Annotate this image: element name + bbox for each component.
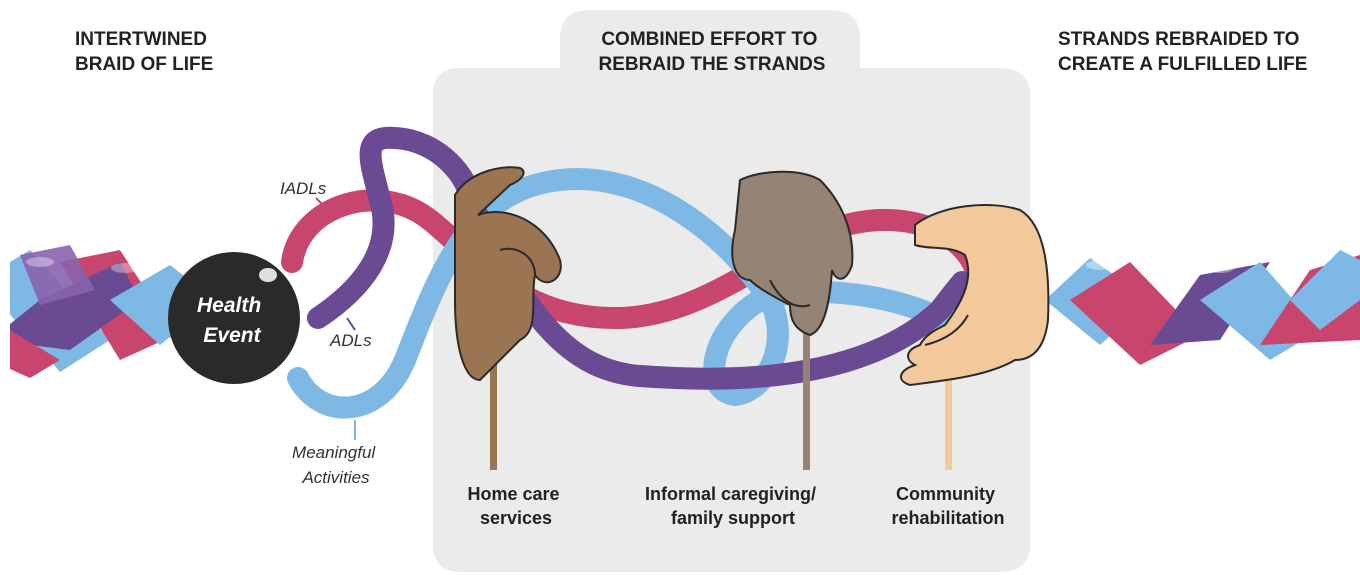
iadls-label: IADLs	[280, 179, 327, 198]
health-event-ball: Health Event	[168, 252, 300, 384]
adls-label: ADLs	[329, 331, 372, 350]
left-braid-icon	[10, 245, 215, 378]
meaningful-label: Meaningful Activities	[292, 443, 380, 487]
right-braid-icon	[1045, 250, 1360, 365]
iadls-leader	[315, 197, 331, 213]
heading-left: INTERTWINED BRAID OF LIFE	[75, 29, 213, 75]
svg-text:Health Event: Health Event	[197, 294, 267, 347]
community-rehab-label: Community rehabilitation	[891, 484, 1004, 528]
hand-icon	[900, 204, 1050, 470]
informal-caregiving-label: Informal caregiving/ family support	[645, 484, 821, 528]
heading-right: STRANDS REBRAIDED TO CREATE A FULFILLED …	[1058, 29, 1307, 75]
hand-icon	[731, 170, 854, 470]
hand-icon	[454, 166, 562, 470]
adls-leader	[346, 317, 356, 331]
heading-center: COMBINED EFFORT TO REBRAID THE STRANDS	[599, 29, 826, 75]
home-care-label: Home care services	[467, 484, 564, 528]
